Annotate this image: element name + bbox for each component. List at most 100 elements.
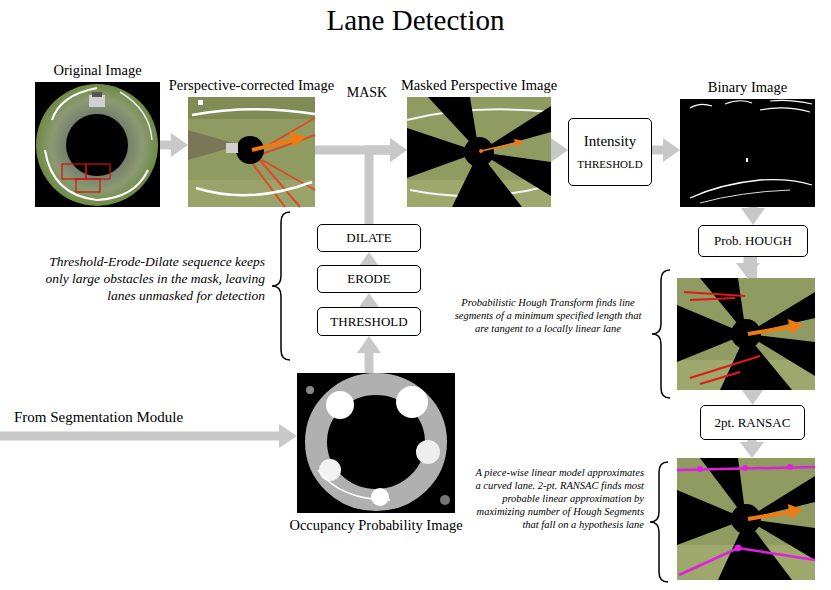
edge-label: MASK	[345, 85, 389, 101]
illustration-part	[748, 327, 790, 334]
illustration-part	[316, 384, 436, 500]
illustration-part	[690, 356, 760, 384]
process-box: ERODE	[317, 265, 421, 293]
illustration-part	[318, 470, 390, 500]
illustration-part	[697, 466, 703, 472]
process-box: 2pt. RANSAC	[700, 405, 805, 440]
binary-image	[680, 99, 815, 207]
illustration-part	[35, 82, 160, 207]
illustration-part	[66, 114, 128, 176]
illustration-part	[192, 109, 315, 115]
arrow-head	[741, 388, 765, 405]
illustration-part	[279, 424, 297, 448]
connector-arrow	[652, 138, 680, 162]
connector-arrow	[315, 138, 407, 162]
illustration-part	[407, 109, 551, 120]
connector-arrow	[160, 133, 188, 157]
image-panel: Original Image	[35, 82, 160, 207]
image-panel: Masked Perspective Image	[407, 97, 551, 207]
brace	[272, 212, 290, 360]
process-box: DILATE	[317, 224, 421, 252]
illustration-part	[319, 459, 341, 481]
box-label: DILATE	[346, 230, 392, 246]
arrow-head	[357, 336, 381, 353]
process-box: IntensityTHRESHOLD	[568, 118, 652, 186]
brace	[650, 462, 668, 582]
box-label: Prob. HOUGH	[714, 233, 792, 249]
illustration-part	[416, 440, 440, 464]
box-label: ERODE	[347, 271, 390, 287]
image-panel: Occupancy Probability Image	[297, 373, 455, 513]
process-box: THRESHOLD	[317, 307, 421, 336]
original-image	[35, 82, 160, 207]
image-panel: Binary Image	[680, 99, 815, 207]
annotation-note: A piece-wise linear model approximates a…	[470, 466, 644, 531]
arrow-head	[390, 138, 407, 162]
illustration-part	[120, 92, 152, 140]
illustration-part	[748, 512, 790, 519]
connector-arrow	[551, 138, 568, 162]
illustration-part	[514, 139, 524, 147]
masked-image	[407, 97, 551, 207]
connector-arrow	[357, 336, 381, 373]
illustration-part	[690, 100, 812, 112]
illustration-part	[407, 97, 551, 207]
illustration-part	[326, 391, 354, 419]
illustration-part	[479, 149, 483, 153]
illustration-part	[188, 97, 315, 207]
illustration-part	[677, 458, 815, 580]
annotation-note: Probabilistic Hough Transform finds line…	[452, 296, 644, 335]
illustration-part	[690, 180, 812, 198]
illustration-part	[736, 263, 760, 279]
box-label: THRESHOLD	[577, 158, 642, 171]
illustration-part	[226, 143, 238, 153]
illustration-part	[700, 190, 790, 203]
illustration-part	[735, 545, 742, 552]
image-caption: Perspective-corrected Image	[169, 77, 334, 94]
illustration-part	[86, 164, 110, 179]
process-box: Prob. HOUGH	[698, 225, 808, 257]
illustration-part	[92, 92, 102, 97]
box-label: THRESHOLD	[330, 314, 407, 330]
illustration-part	[45, 150, 148, 200]
hough-result-image	[677, 257, 815, 390]
image-caption: Masked Perspective Image	[401, 77, 557, 94]
illustration-part	[36, 84, 158, 206]
illustration-part	[290, 132, 306, 147]
illustration-part	[396, 386, 428, 418]
illustration-part	[198, 100, 203, 105]
box-label: Intensity	[584, 132, 637, 150]
illustration-part	[740, 442, 764, 458]
illustration-part	[742, 465, 748, 471]
illustration-part	[680, 99, 815, 207]
illustration-part	[481, 143, 516, 151]
image-panel: Perspective-corrected Image	[188, 97, 315, 207]
illustration-part	[684, 292, 745, 300]
perspective-image	[188, 97, 315, 207]
illustration-part	[62, 164, 86, 179]
connector-line	[369, 150, 392, 224]
illustration-part	[788, 504, 803, 519]
diagram-title: Lane Detection	[0, 4, 831, 37]
illustration-part	[677, 278, 815, 390]
arrow-head	[741, 208, 765, 225]
illustration-part	[464, 137, 494, 167]
illustration-part	[343, 411, 409, 473]
arrow-head	[663, 138, 680, 162]
arrow-head	[171, 133, 188, 157]
illustration-part	[440, 495, 450, 505]
arrow-head	[551, 138, 568, 162]
box-label: 2pt. RANSAC	[715, 415, 791, 431]
occupancy-image	[297, 373, 455, 513]
illustration-part	[76, 179, 100, 192]
annotation-note: Threshold-Erode-Dilate sequence keeps on…	[25, 253, 265, 304]
illustration-part	[787, 464, 793, 470]
image-caption: Binary Image	[708, 79, 787, 96]
input-label: From Segmentation Module	[14, 408, 274, 427]
connector-line	[365, 351, 374, 373]
connector-arrow	[741, 207, 765, 225]
illustration-part	[188, 130, 240, 160]
illustration-part	[196, 182, 312, 195]
illustration-part	[679, 548, 815, 575]
